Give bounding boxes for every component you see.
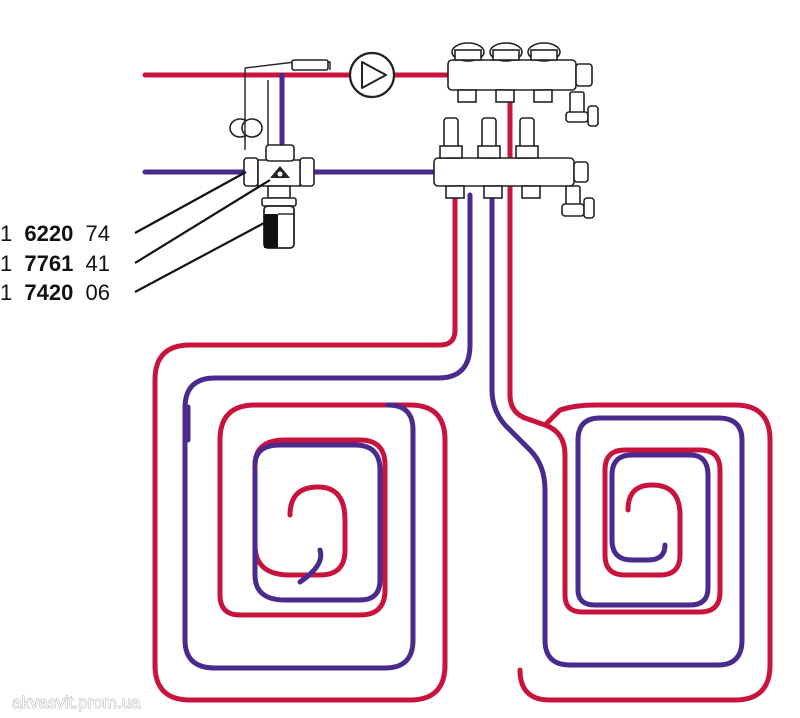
leader-lines	[134, 171, 271, 293]
left-loop-cold-inner	[185, 404, 383, 603]
manifold-icon	[433, 42, 599, 219]
part-number-3: 1 7420 06	[0, 280, 110, 305]
part-number-1: 1 6220 74	[0, 221, 110, 246]
floor-loops	[152, 97, 773, 703]
right-loop-hot-pipe	[507, 97, 723, 615]
pump-symbol-icon	[348, 51, 396, 99]
upper-caps	[451, 42, 561, 62]
upper-manifold	[447, 42, 599, 127]
left-loop-cold-pipe	[182, 192, 473, 671]
right-loop-cold-pipe	[489, 192, 745, 668]
three-way-valve-icon	[243, 144, 315, 187]
part-number-2: 1 7761 41	[0, 251, 110, 276]
mixing-group	[229, 59, 331, 150]
lower-manifold	[433, 117, 595, 219]
left-loop-hot-pipe	[152, 192, 458, 703]
watermark: akvasvit.prom.ua	[12, 693, 141, 712]
mains	[142, 72, 453, 175]
right-loop-hot-outer	[517, 402, 773, 703]
actuator-icon	[261, 185, 297, 249]
part-number-labels: 1 6220 74 1 7761 41 1 7420 06	[0, 221, 110, 305]
